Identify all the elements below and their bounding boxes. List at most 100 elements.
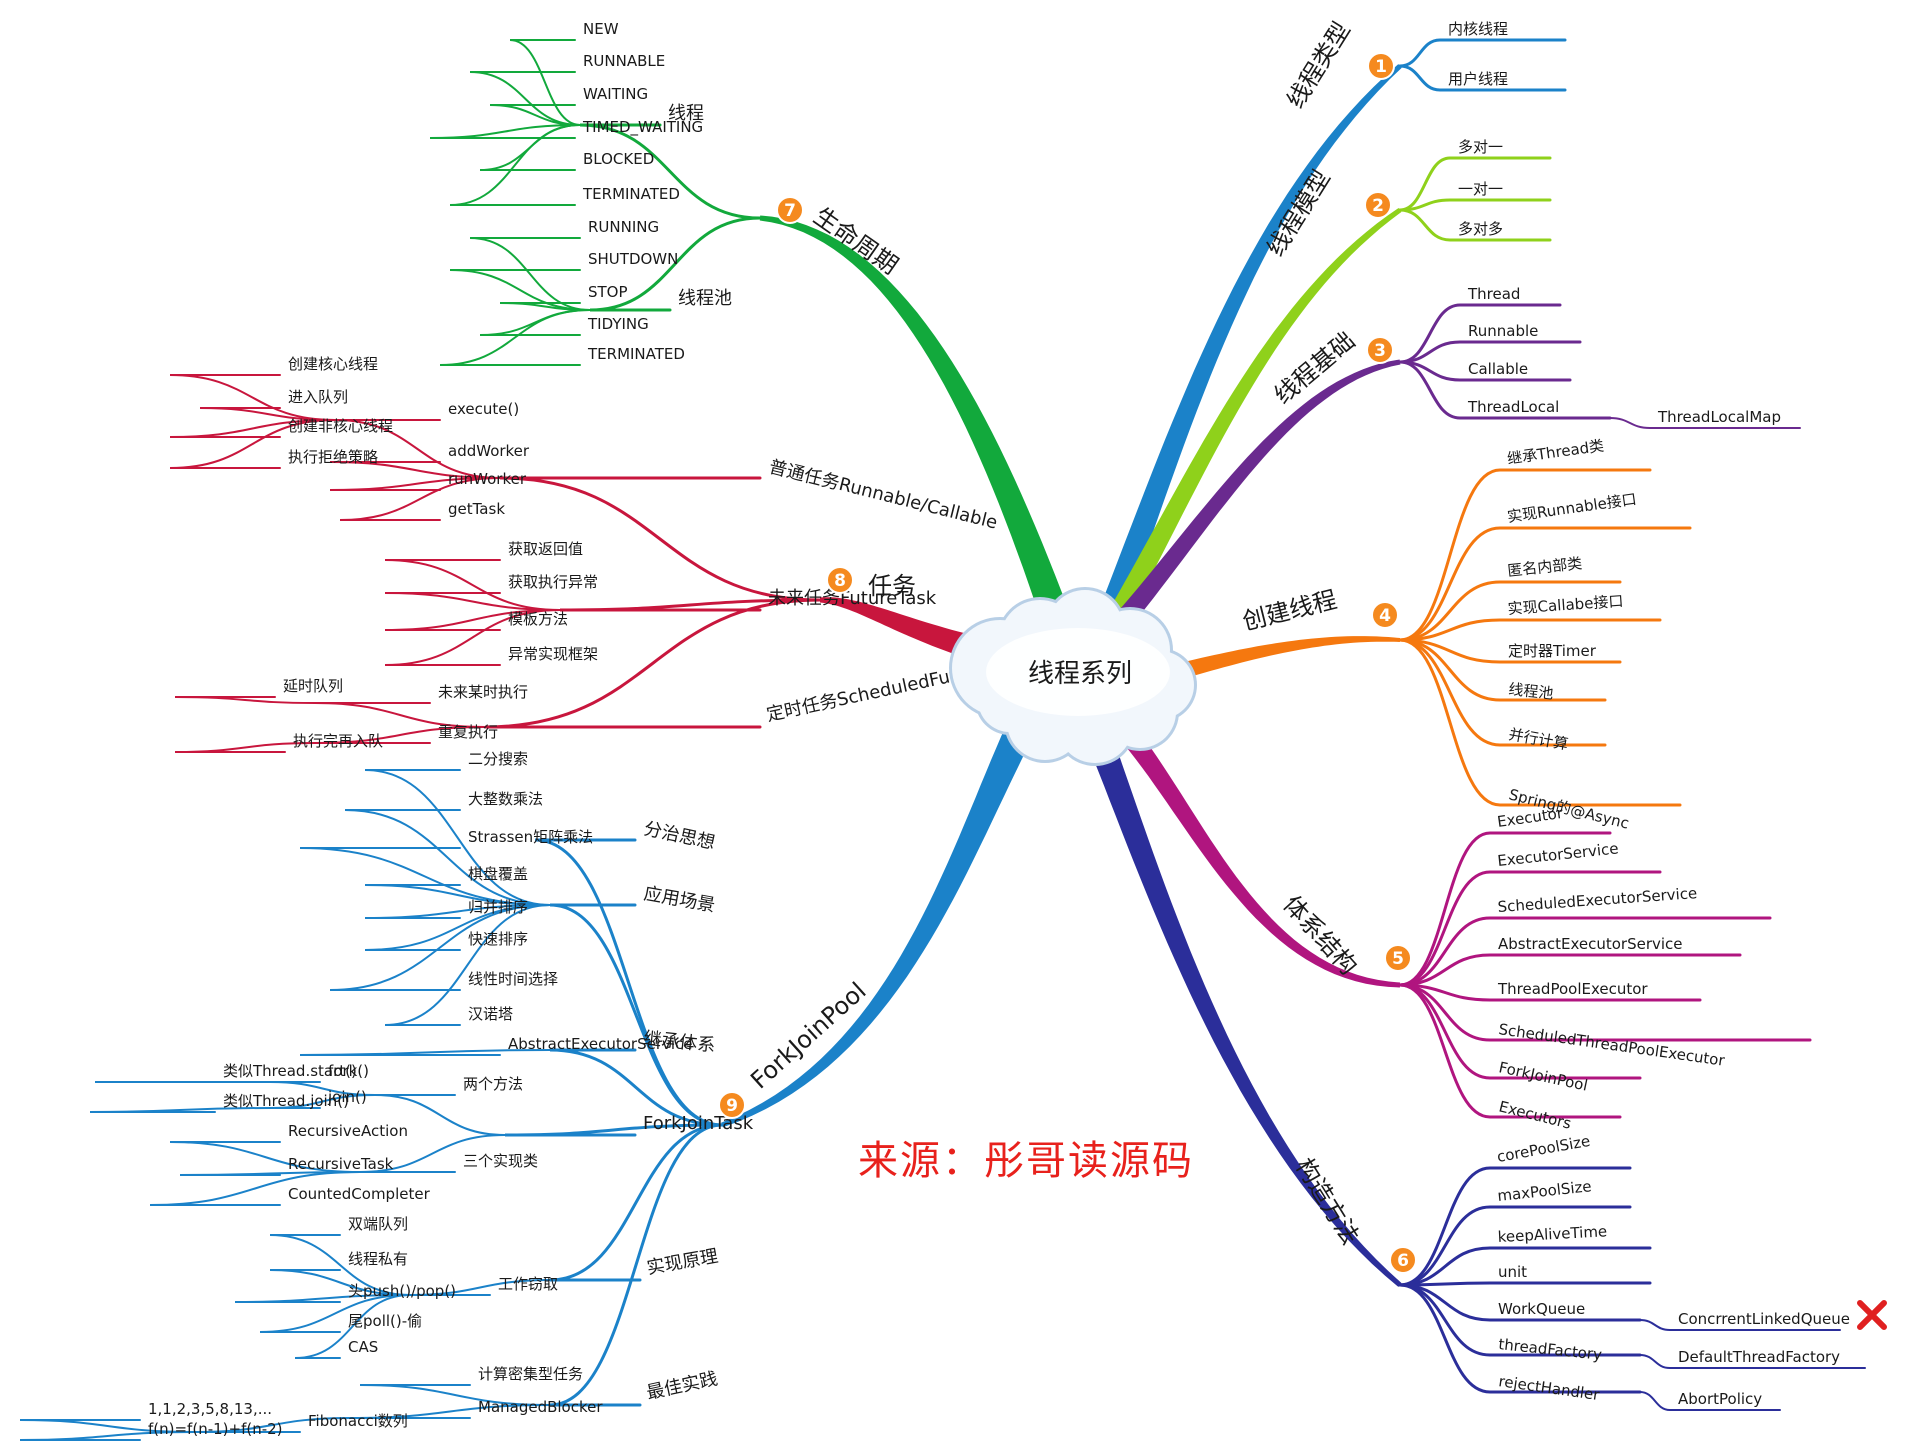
branch-title-b4[interactable]: 创建线程 [1240, 585, 1340, 635]
branch-number: 3 [1374, 341, 1386, 361]
branch-link-new [509, 39, 581, 126]
node-label: 内核线程 [1448, 20, 1508, 38]
branch-link [384, 904, 551, 1026]
branch-link [169, 374, 336, 421]
branch-title-b6[interactable]: 构造方法 [1290, 1153, 1365, 1249]
node-label-unit: unit [1498, 1263, 1527, 1281]
node-label-callable: Callable [1468, 360, 1528, 378]
branch-link [359, 1384, 551, 1406]
branch-number-badge [718, 1091, 746, 1119]
node-label-runnable: RUNNABLE [583, 52, 665, 70]
branch-link [589, 216, 762, 312]
branch-number-badge [776, 196, 804, 224]
branch-link [579, 123, 762, 220]
trunk-b4 [1182, 636, 1401, 678]
branch-number: 6 [1397, 1251, 1409, 1271]
branch-number-badge [1384, 944, 1412, 972]
branch-link [549, 903, 724, 1127]
branch-link-terminated [449, 124, 581, 206]
node-label: 创建非核心线程 [288, 417, 393, 435]
trunk-b7 [759, 215, 1075, 635]
branch-link-1-1-2-3-5-8-13 [19, 1419, 196, 1433]
node-label-abstractexecutorservice: AbstractExecutorService [508, 1035, 693, 1053]
branch-number: 4 [1379, 606, 1391, 626]
branch-link-gettask [339, 477, 501, 521]
node-label-timer: 定时器Timer [1508, 642, 1597, 660]
node-label-cas: CAS [348, 1338, 378, 1356]
branch-link-rejecthandler [1398, 1283, 1642, 1394]
branch-link-fibonacci [194, 1417, 351, 1433]
node-label-abortpolicy: AbortPolicy [1678, 1390, 1762, 1408]
branch-link-runnable-callable [499, 476, 822, 602]
node-label: 最佳实践 [645, 1368, 720, 1404]
node-label-blocked: BLOCKED [583, 150, 654, 168]
branch-link [359, 1134, 506, 1173]
node-label-terminated: TERMINATED [582, 185, 680, 203]
node-label: 一对一 [1458, 180, 1503, 198]
branch-number: 9 [726, 1096, 738, 1116]
branch-link-abortpolicy [1639, 1391, 1781, 1411]
node-label: 线程池 [678, 288, 732, 309]
branch-link [1398, 638, 1607, 747]
branch-link-executors [1398, 983, 1622, 1119]
node-label-workqueue: WorkQueue [1498, 1300, 1585, 1318]
node-label: 双端队列 [348, 1215, 408, 1233]
node-label: 获取返回值 [508, 540, 583, 558]
node-label-execute: execute() [448, 400, 519, 418]
branch-link-strassen [299, 847, 551, 906]
branch-number: 2 [1372, 196, 1384, 216]
branch-link-scheduledfuturetask [484, 598, 822, 729]
branch-link-executor [1398, 831, 1612, 987]
branch-link-corepoolsize [1398, 1166, 1632, 1287]
branch-title-b1[interactable]: 线程类型 [1281, 17, 1356, 113]
branch-link-managedblocker [349, 1404, 551, 1419]
node-label-keepalivetime: keepAliveTime [1497, 1222, 1607, 1246]
node-label: 归并排序 [468, 898, 528, 916]
node-label-scheduledthreadpoolexecutor: ScheduledThreadPoolExecutor [1497, 1020, 1726, 1070]
node-label-executors: Executors [1497, 1097, 1573, 1132]
node-label: 线程私有 [348, 1250, 408, 1268]
central-topic-label: 线程系列 [1028, 659, 1132, 689]
branch-link-stop [499, 302, 591, 311]
branch-title-b8[interactable]: 任务 [868, 572, 916, 600]
node-label-abstractexecutorservice: AbstractExecutorService [1498, 935, 1683, 953]
branch-link-f-n-f-n-1-f-n-2 [19, 1431, 196, 1441]
node-label: 创建核心线程 [288, 355, 378, 373]
branch-link [1398, 208, 1552, 242]
central-topic-cloud[interactable]: 线程系列 [949, 587, 1197, 766]
node-label-thread-start: 类似Thread.start() [223, 1062, 357, 1080]
branch-link-runworker [329, 477, 501, 491]
branch-link [169, 419, 336, 469]
node-label-addworker: addWorker [448, 442, 530, 460]
branch-number: 1 [1375, 57, 1387, 77]
node-label: 用户线程 [1448, 70, 1508, 88]
node-label: 计算密集型任务 [478, 1365, 583, 1383]
node-label: 进入队列 [288, 388, 348, 406]
branch-link-forkjointask [504, 1123, 724, 1137]
node-label: 线性时间选择 [468, 970, 558, 988]
node-label-runnable: Runnable [1468, 322, 1538, 340]
node-label-concrrentlinkedqueue: ConcrrentLinkedQueue [1678, 1310, 1850, 1328]
node-label-1-1-2-3-5-8-13: 1,1,2,3,5,8,13,... [148, 1400, 272, 1418]
node-label: 应用场景 [642, 883, 717, 916]
node-label: 棋盘覆盖 [468, 865, 528, 883]
branch-link-execute [334, 419, 501, 479]
branch-link [364, 769, 551, 906]
branch-link-countedcompleter [149, 1171, 361, 1206]
branch-link [384, 609, 561, 631]
branch-link-thread-join [89, 1107, 271, 1113]
branch-link [384, 609, 561, 666]
node-label-thread: 继承Thread类 [1506, 437, 1605, 468]
branch-link-addworker [329, 461, 501, 479]
branch-link-abstractexecutorservice [1398, 953, 1742, 987]
branch-link-abstractexecutorservice [299, 1049, 551, 1056]
node-label-poll: 尾poll()-偷 [348, 1312, 422, 1330]
node-label: 三个实现类 [463, 1152, 538, 1170]
branch-link-running [469, 237, 591, 311]
node-label: 延时队列 [283, 677, 343, 695]
node-label: 工作窃取 [498, 1275, 558, 1293]
node-label-tidying: TIDYING [587, 315, 649, 333]
branch-link-scheduledexecutorservice [1398, 916, 1772, 987]
